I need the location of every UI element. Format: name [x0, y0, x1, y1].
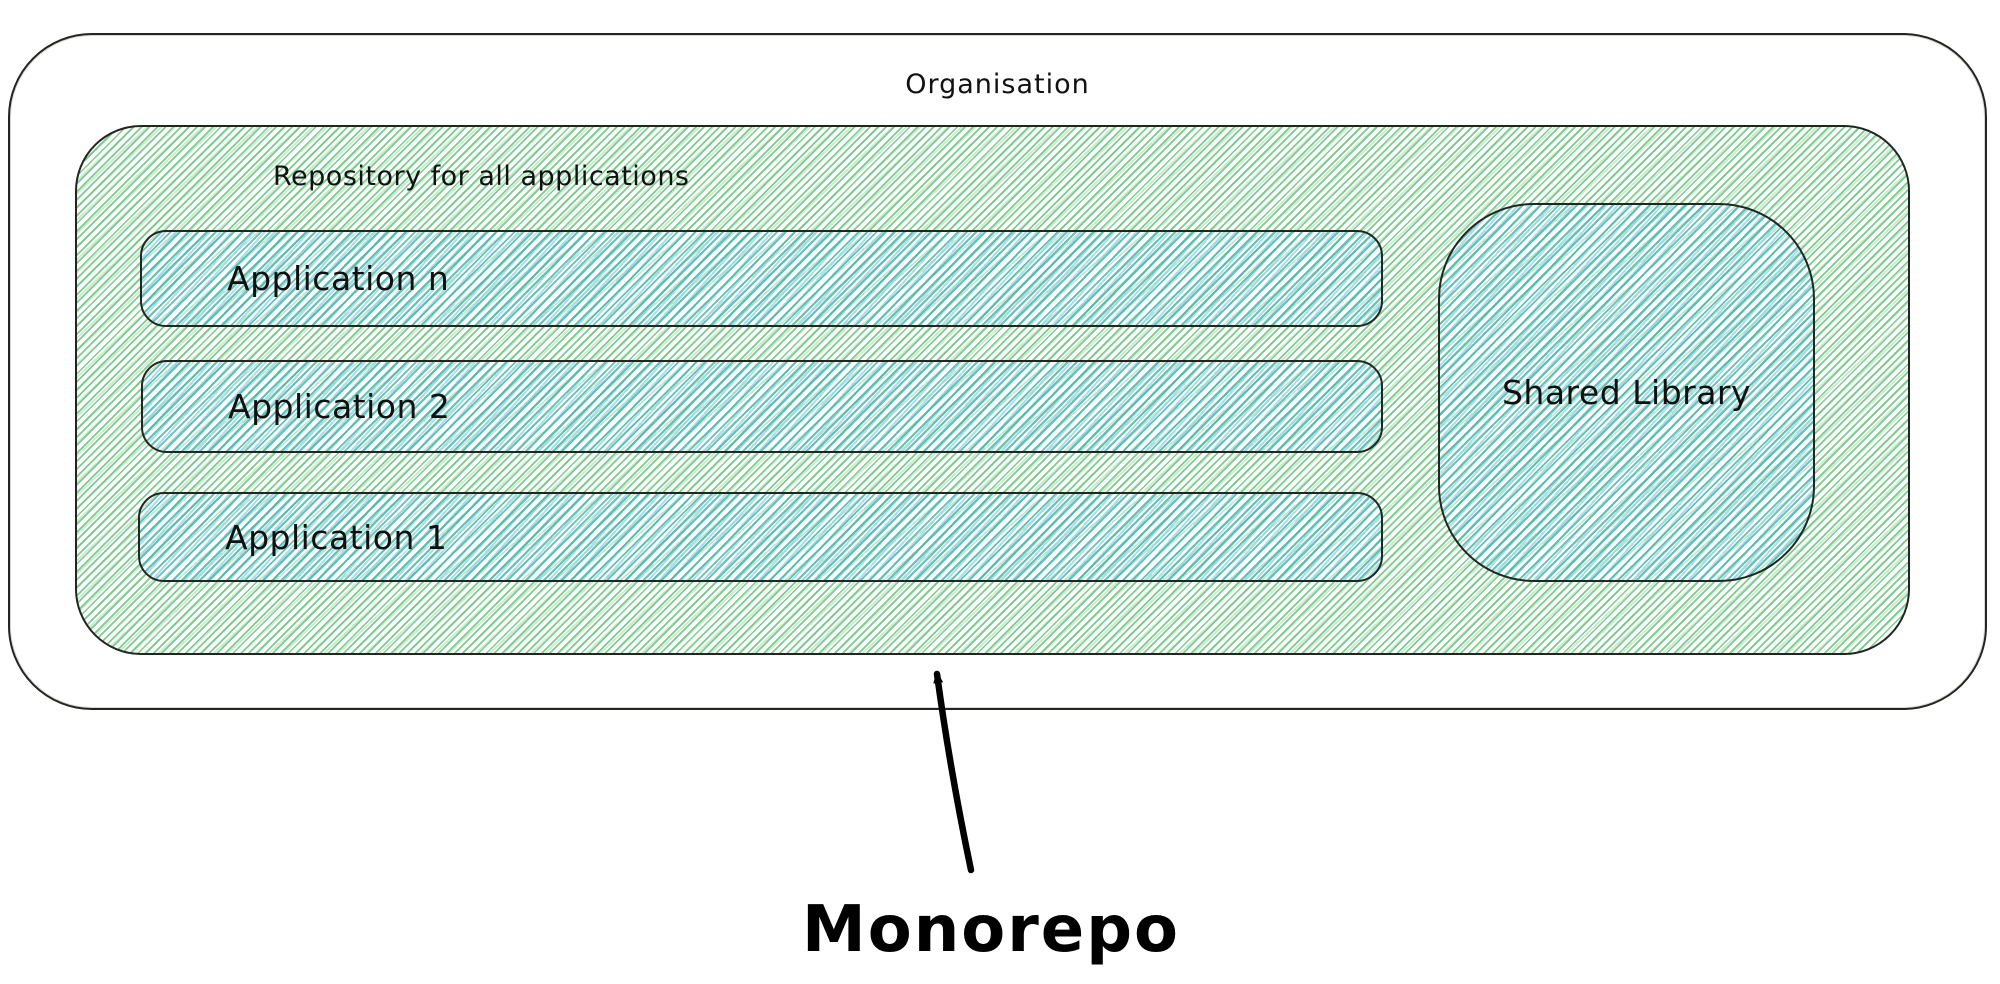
shared-library-box: Shared Library — [1438, 203, 1815, 582]
organisation-box: Organisation Repository for all applicat… — [8, 33, 1987, 710]
application-1-label: Application 1 — [225, 517, 448, 557]
application-n-box: Application n — [140, 230, 1383, 327]
monorepo-annotation-label: Monorepo — [802, 893, 1180, 967]
application-2-box: Application 2 — [141, 360, 1383, 453]
repository-box: Repository for all applications Applicat… — [75, 125, 1910, 655]
organisation-label: Organisation — [905, 69, 1090, 100]
shared-library-label: Shared Library — [1501, 373, 1752, 412]
application-1-box: Application 1 — [138, 492, 1383, 582]
repository-label: Repository for all applications — [273, 161, 690, 192]
application-n-label: Application n — [227, 259, 450, 298]
application-2-label: Application 2 — [228, 387, 451, 426]
